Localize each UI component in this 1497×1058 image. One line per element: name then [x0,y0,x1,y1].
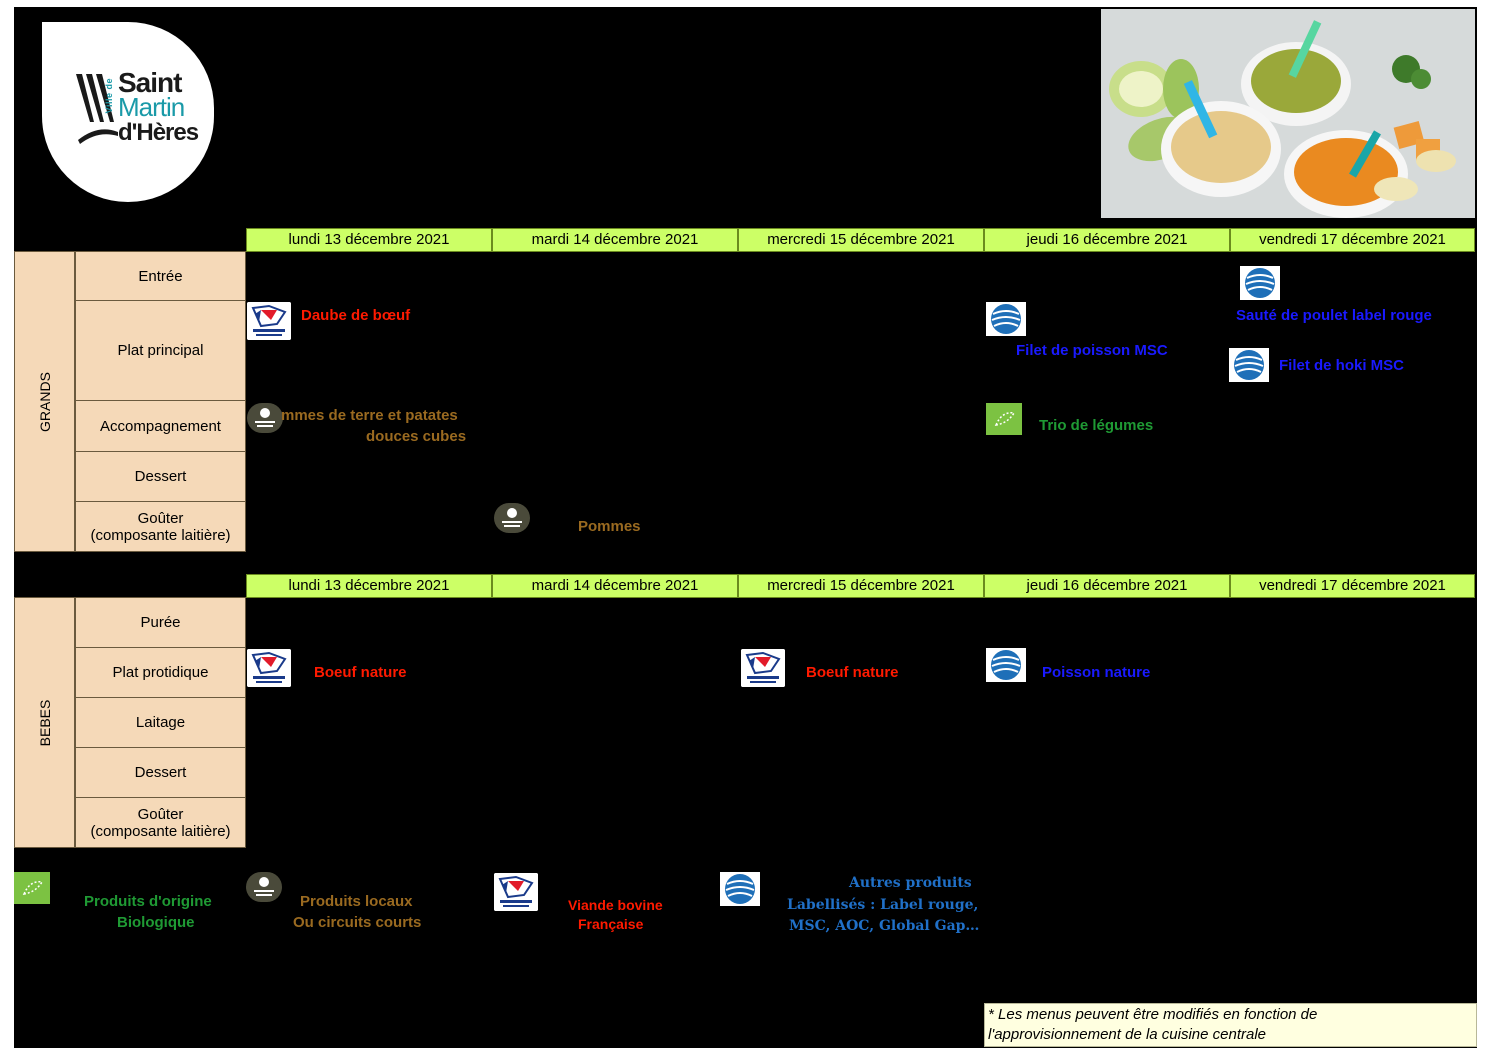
msc-icon [986,648,1026,682]
legend-bio-1: Produits d'origine [84,893,212,910]
legend-local-1: Produits locaux [300,893,413,910]
grands-row-gouter: Goûter (composante laitière) [75,501,246,552]
viande-de-france-icon [494,873,538,911]
dish-poisson-msc: Filet de poisson MSC [1016,342,1168,359]
logo-line3: d'Hères [118,119,199,146]
grands-day-thursday: jeudi 16 décembre 2021 [984,228,1230,252]
legend-autres-3: MSC, AOC, Global Gap… [789,918,980,934]
logo-line2: Martin [118,92,185,122]
logo-ville: Ville de [104,78,114,114]
bebes-day-wednesday: mercredi 15 décembre 2021 [738,574,984,598]
produits-locaux-icon [246,872,282,902]
dish-pommes-terre-1: mmes de terre et patates [281,407,458,424]
dish-pommes: Pommes [578,518,641,535]
bebes-row-puree: Purée [75,597,246,648]
grands-row-plat: Plat principal [75,300,246,401]
logo-line1: Saint [118,67,182,98]
grands-day-friday: vendredi 17 décembre 2021 [1230,228,1475,252]
produits-locaux-icon [247,403,283,433]
bebes-day-friday: vendredi 17 décembre 2021 [1230,574,1475,598]
logo-text: Saint Martin d'Hères [118,67,199,146]
viande-de-france-icon [741,649,785,687]
dish-hoki: Filet de hoki MSC [1279,357,1405,374]
bebes-group: BEBES [14,597,75,848]
dish-daube: Daube de bœuf [301,307,411,324]
legend-bio-2: Biologique [117,914,195,931]
legend-autres-1: Autres produits [849,875,972,891]
legend-autres-2: Labellisés : Label rouge, [787,897,979,913]
bebes-day-tuesday: mardi 14 décembre 2021 [492,574,738,598]
msc-icon [1240,266,1280,300]
bebes-day-monday: lundi 13 décembre 2021 [246,574,492,598]
dish-poisson-bebe: Poisson nature [1042,664,1151,681]
bebes-row-laitage: Laitage [75,697,246,748]
produits-locaux-icon [494,503,530,533]
dish-poulet: Sauté de poulet label rouge [1236,307,1432,324]
msc-icon [986,302,1026,336]
legend-viande-1: Viande bovine [568,897,663,913]
msc-icon [1229,348,1269,382]
bebes-row-dessert: Dessert [75,747,246,798]
dish-boeuf-lundi: Boeuf nature [314,664,407,681]
grands-row-accompagnement: Accompagnement [75,400,246,452]
grands-day-header: lundi 13 décembre 2021 mardi 14 décembre… [246,228,1475,252]
grands-label: GRANDS [36,371,53,432]
bebes-label: BEBES [36,699,53,746]
note-line2: l'approvisionnement de la cuisine centra… [988,1026,1267,1043]
dish-pommes-terre-2: douces cubes [366,428,467,445]
grands-day-wednesday: mercredi 15 décembre 2021 [738,228,984,252]
menu-note: * Les menus peuvent être modifiés en fon… [984,1003,1477,1047]
grands-row-entree: Entrée [75,251,246,301]
bebes-row-gouter: Goûter (composante laitière) [75,797,246,848]
grands-day-tuesday: mardi 14 décembre 2021 [492,228,738,252]
grands-group: GRANDS [14,251,75,552]
grands-day-monday: lundi 13 décembre 2021 [246,228,492,252]
viande-de-france-icon [247,302,291,340]
note-line1: * Les menus peuvent être modifiés en fon… [988,1006,1318,1023]
bebes-row-plat: Plat protidique [75,647,246,698]
bio-icon [986,403,1022,435]
logo: Ville de Saint Martin d'Hères [42,22,214,202]
legend-local-2: Ou circuits courts [293,914,422,931]
viande-de-france-icon [247,649,291,687]
msc-icon [720,872,760,906]
logo-mark-icon [76,74,118,144]
baby-food-photo [1101,9,1475,218]
legend-viande-2: Française [578,916,644,932]
baby-food-bowls-icon [1101,9,1475,218]
bio-icon [14,872,50,904]
dish-boeuf-mercredi: Boeuf nature [806,664,899,681]
bebes-day-thursday: jeudi 16 décembre 2021 [984,574,1230,598]
bebes-day-header: lundi 13 décembre 2021 mardi 14 décembre… [246,574,1475,598]
grands-row-dessert: Dessert [75,451,246,502]
dish-trio: Trio de légumes [1039,417,1154,434]
